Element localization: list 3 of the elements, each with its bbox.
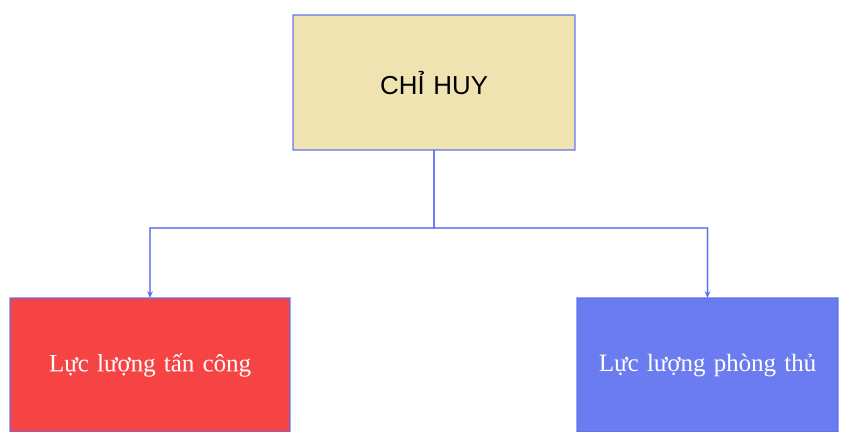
unit-box: Lực lượng phòng thủ <box>576 297 839 432</box>
unit-box: Lực lượng tấn công <box>9 297 291 432</box>
command-box: CHỈ HUY <box>292 14 576 151</box>
